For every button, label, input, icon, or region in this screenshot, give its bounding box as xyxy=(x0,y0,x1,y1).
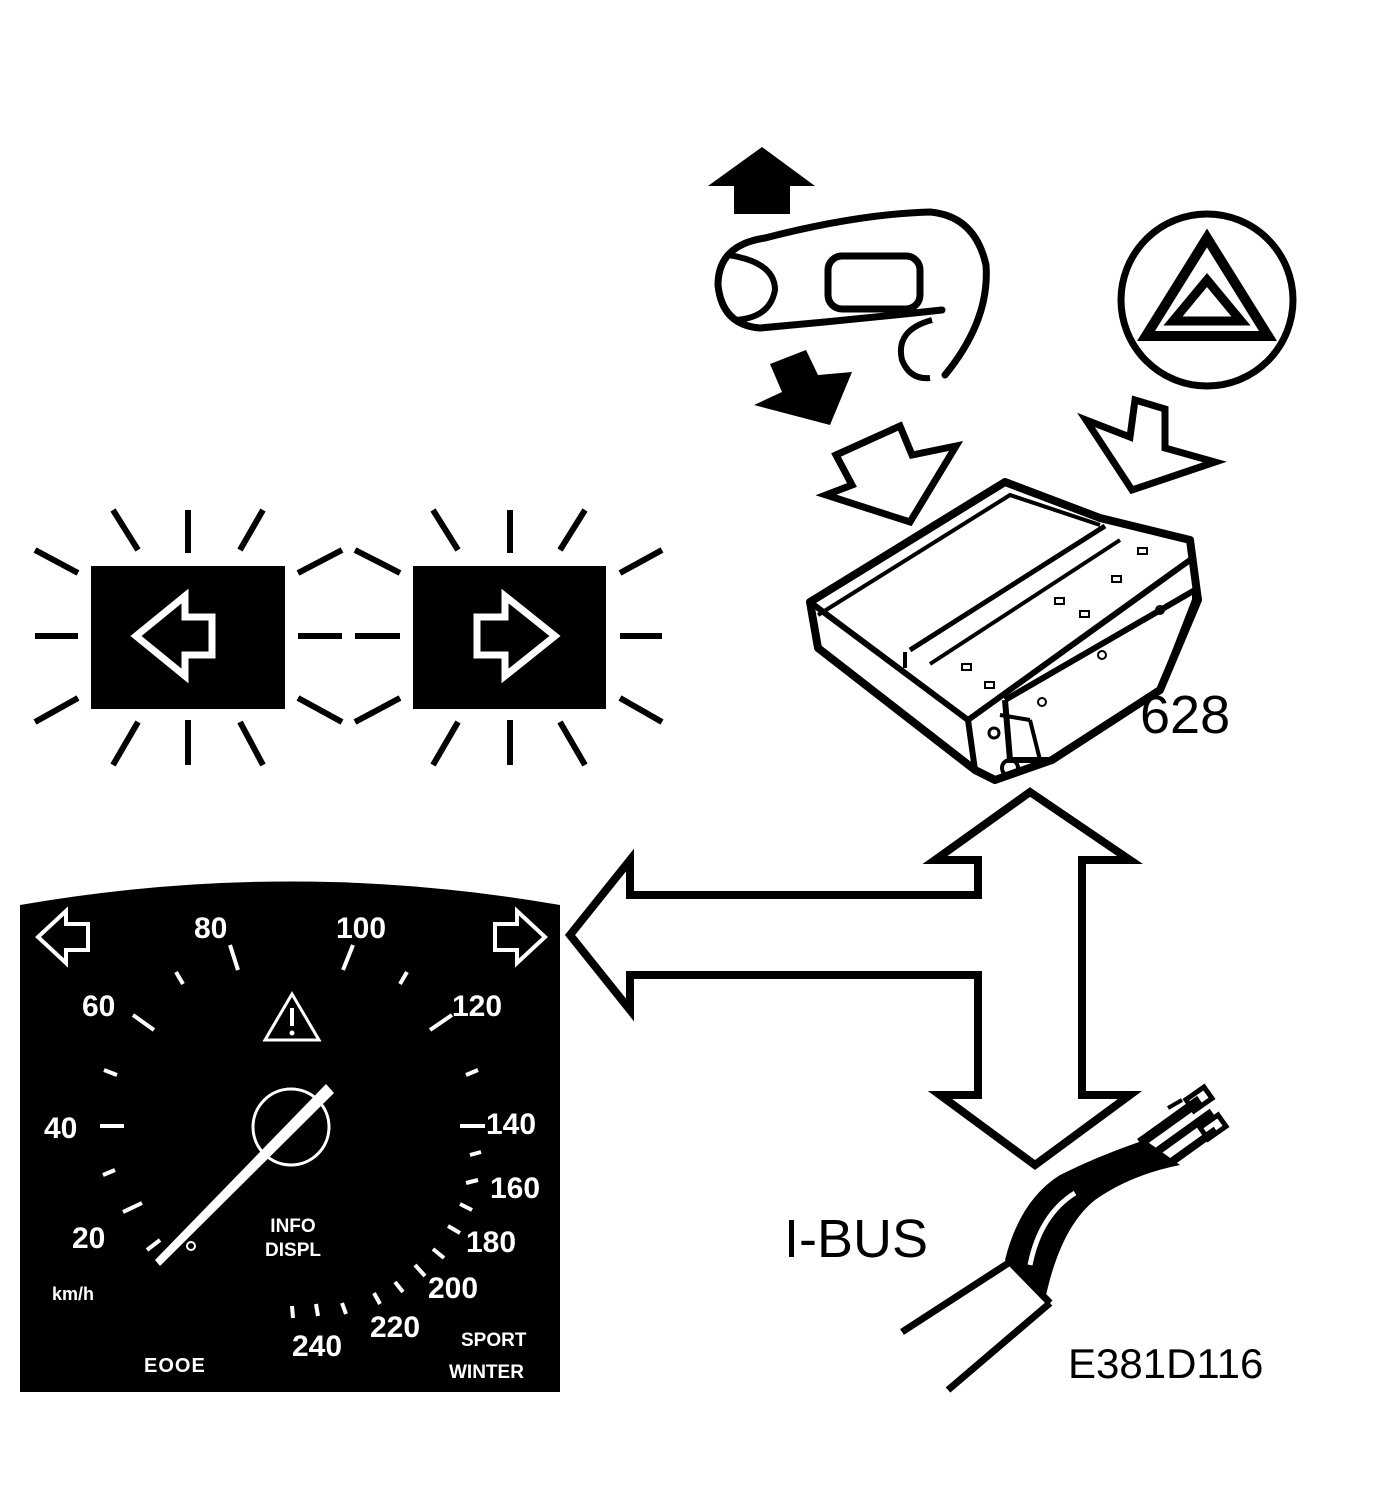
right-indicator-lamp xyxy=(413,566,606,709)
speed-label-100: 100 xyxy=(336,912,386,945)
info-display-line1: INFO xyxy=(270,1216,315,1237)
stalk-up-arrow xyxy=(708,147,815,214)
cluster-turn-right-icon xyxy=(493,906,548,968)
speed-label-240: 240 xyxy=(292,1330,342,1363)
indicator-stalk-icon xyxy=(708,147,990,425)
hazard-triangle-icon xyxy=(1136,228,1278,341)
control-module-628 xyxy=(806,478,1202,784)
speedometer-needle xyxy=(155,1084,334,1266)
hazard-switch xyxy=(1117,210,1297,390)
figure-code-label: E381D116 xyxy=(1068,1340,1263,1387)
stalk-button xyxy=(824,252,924,313)
cluster-warning-icon xyxy=(262,991,322,1042)
turn-left-arrow-icon xyxy=(130,588,216,684)
speed-label-60: 60 xyxy=(82,990,115,1023)
speed-labels: 20 40 60 80 100 120 140 160 180 200 220 … xyxy=(44,912,540,1363)
bus-communication-arrows xyxy=(564,787,1143,1170)
stalk-down-arrow xyxy=(754,350,852,425)
left-indicator-rays xyxy=(33,508,344,767)
mode-winter-label: WINTER xyxy=(449,1362,524,1383)
wiring-harness-icon xyxy=(900,1083,1230,1393)
bus-label: I-BUS xyxy=(784,1209,928,1269)
right-indicator-rays xyxy=(353,508,664,767)
mode-sport-label: SPORT xyxy=(461,1330,527,1351)
flashing-indicators xyxy=(33,508,664,767)
speed-label-180: 180 xyxy=(466,1226,516,1259)
module-number-label: 628 xyxy=(1140,685,1230,745)
stalk-input-arrow xyxy=(815,421,964,527)
harness-sheath xyxy=(1005,1140,1180,1300)
speed-label-40: 40 xyxy=(44,1112,77,1145)
speed-label-160: 160 xyxy=(490,1172,540,1205)
needle-pin xyxy=(186,1241,196,1251)
speed-label-200: 200 xyxy=(428,1272,478,1305)
speed-label-20: 20 xyxy=(72,1222,105,1255)
speed-unit-label: km/h xyxy=(52,1284,94,1304)
stalk-body xyxy=(761,208,990,379)
instrument-cluster: 20 40 60 80 100 120 140 160 180 200 220 … xyxy=(20,881,560,1392)
left-indicator-lamp xyxy=(91,566,285,709)
speed-label-80: 80 xyxy=(194,912,227,945)
turn-right-arrow-icon xyxy=(473,588,561,684)
speedometer-ticks xyxy=(100,944,485,1319)
cluster-panel xyxy=(20,881,560,1392)
hazard-input-arrow xyxy=(1077,395,1227,495)
odometer-display: EOOE xyxy=(144,1355,206,1377)
speed-label-140: 140 xyxy=(486,1108,536,1141)
speed-label-220: 220 xyxy=(370,1311,420,1344)
needle-hub xyxy=(251,1087,331,1167)
cluster-turn-left-icon xyxy=(35,906,90,968)
hazard-switch-ring xyxy=(1117,210,1297,390)
info-display-line2: DISPL xyxy=(265,1240,321,1261)
speed-label-120: 120 xyxy=(452,990,502,1023)
